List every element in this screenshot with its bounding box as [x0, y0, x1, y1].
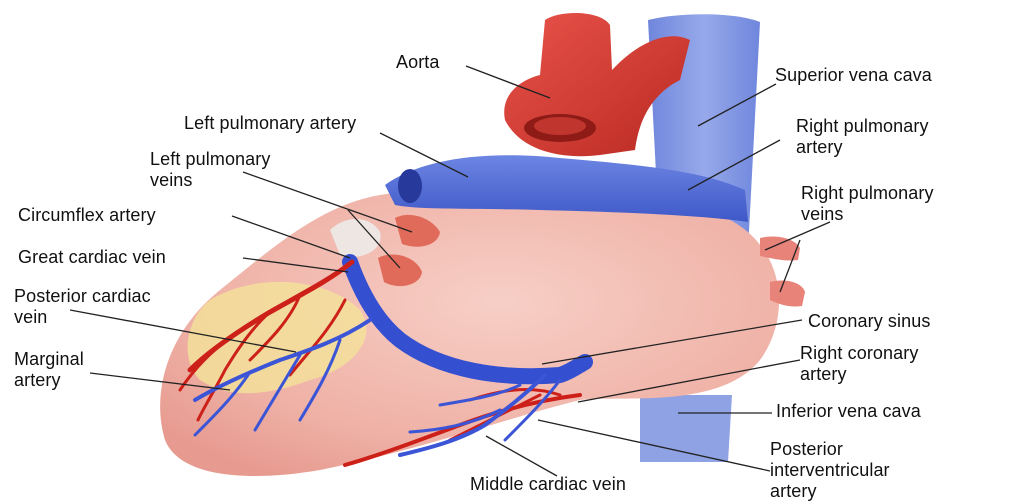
label-left-pulmonary-veins: Left pulmonary veins: [150, 149, 270, 191]
label-circumflex-artery: Circumflex artery: [18, 205, 156, 226]
label-right-pulmonary-artery: Right pulmonary artery: [796, 116, 929, 158]
label-left-pulmonary-artery: Left pulmonary artery: [184, 113, 356, 134]
label-inferior-vena-cava: Inferior vena cava: [776, 401, 921, 422]
label-posterior-cardiac-vein: Posterior cardiac vein: [14, 286, 151, 328]
label-right-coronary-artery: Right coronary artery: [800, 343, 918, 385]
label-posterior-interventricular-artery: Posterior interventricular artery: [770, 439, 890, 502]
label-marginal-artery: Marginal artery: [14, 349, 84, 391]
label-great-cardiac-vein: Great cardiac vein: [18, 247, 166, 268]
label-aorta: Aorta: [396, 52, 440, 73]
label-middle-cardiac-vein: Middle cardiac vein: [470, 474, 626, 495]
label-coronary-sinus: Coronary sinus: [808, 311, 930, 332]
label-superior-vena-cava: Superior vena cava: [775, 65, 932, 86]
label-right-pulmonary-veins: Right pulmonary veins: [801, 183, 934, 225]
